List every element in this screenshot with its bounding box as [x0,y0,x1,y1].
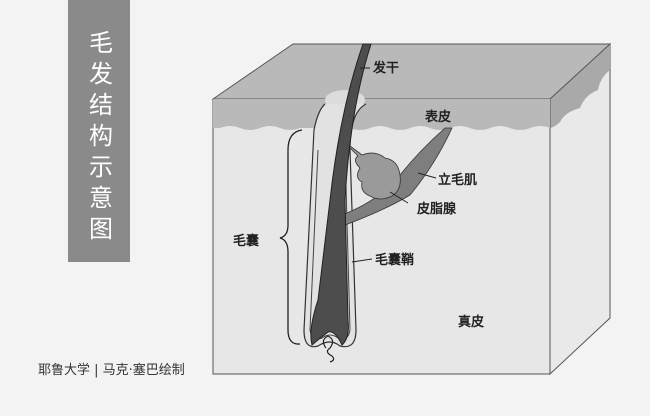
label-epidermis: 表皮 [424,109,451,125]
label-sebaceous-gland: 皮脂腺 [416,201,457,217]
label-follicle-sheath: 毛囊鞘 [375,252,414,268]
dermis-front-face [212,98,551,375]
leader-arrector-pili [417,172,437,179]
label-hair-follicle: 毛囊 [233,233,260,249]
epidermis-right-side [550,44,610,128]
hair-shaft [310,43,372,346]
leader-sebaceous [389,191,409,204]
epidermis-layer [213,99,550,130]
label-hair-shaft: 发干 [372,60,399,76]
label-dermis: 真皮 [458,314,484,330]
sebaceous-gland [341,139,401,200]
follicle-brace [279,129,303,345]
skin-block-top-face [211,43,612,100]
diagram-title: 毛发结构示意图 [84,29,113,247]
title-panel: 毛发结构示意图 [68,0,130,262]
label-arrector-pili: 立毛肌 [438,172,477,188]
leader-sheath [351,258,373,263]
credit-caption: 耶鲁大学 | 马克·塞巴绘制 [38,363,185,378]
dermal-papilla [322,335,335,363]
